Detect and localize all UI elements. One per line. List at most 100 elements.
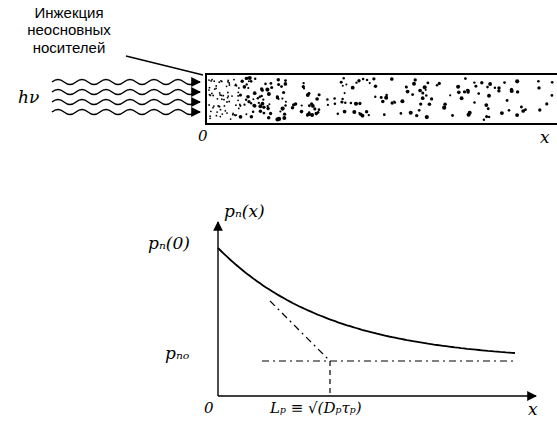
carrier-dot: [315, 97, 319, 101]
carrier-dot: [500, 111, 504, 115]
carrier-dot: [227, 92, 229, 94]
carrier-dot: [344, 92, 346, 94]
carrier-dot: [415, 114, 418, 117]
carrier-dot: [279, 110, 281, 112]
carrier-dot: [231, 95, 233, 97]
carrier-dot: [341, 98, 343, 100]
carrier-dot: [466, 89, 469, 92]
carrier-dot: [337, 113, 339, 115]
carrier-dot: [292, 103, 295, 106]
carrier-dot: [545, 102, 548, 105]
carrier-dot: [282, 116, 286, 120]
carrier-dot: [281, 98, 283, 100]
carrier-dot: [267, 105, 269, 107]
carrier-dot: [355, 82, 357, 84]
carrier-dot: [311, 104, 315, 108]
carrier-dot: [240, 80, 244, 84]
carrier-dot: [318, 108, 321, 111]
carrier-dot: [265, 88, 269, 92]
carrier-dot: [486, 86, 489, 89]
value-label: pₙₒ: [165, 344, 189, 364]
carrier-dot: [263, 106, 266, 109]
carrier-dot: [362, 78, 365, 81]
axis-origin: 0: [198, 128, 208, 145]
carrier-dot: [219, 106, 221, 108]
carrier-dot: [351, 86, 355, 90]
carrier-dot: [494, 86, 496, 88]
carrier-dot: [483, 118, 485, 120]
carrier-dot: [421, 92, 424, 95]
carrier-dot: [352, 110, 356, 114]
light-wave: [52, 110, 200, 115]
carrier-dot: [418, 89, 422, 93]
carrier-dot: [421, 96, 425, 100]
callout-label: Инжекция неосновных носителей: [10, 4, 128, 56]
carrier-dot: [213, 105, 215, 107]
carrier-dot: [361, 114, 365, 118]
carrier-dot: [237, 95, 239, 97]
carrier-dot: [250, 80, 253, 83]
carrier-dot: [405, 86, 408, 89]
light-wave: [52, 90, 200, 95]
carrier-dot: [254, 77, 256, 79]
carrier-dot: [473, 101, 476, 104]
carrier-dot: [302, 85, 305, 88]
carrier-dot: [223, 99, 225, 101]
carrier-dot: [238, 87, 240, 89]
carrier-dot: [227, 97, 229, 99]
lp-marker: [329, 361, 330, 394]
carrier-dot: [215, 85, 217, 87]
carrier-dot: [208, 104, 210, 106]
carrier-dot: [365, 110, 368, 113]
carrier-dot: [237, 99, 239, 101]
carrier-dot: [209, 87, 211, 89]
carrier-dot: [210, 110, 212, 112]
carrier-dot: [457, 90, 461, 94]
carrier-dot: [217, 98, 219, 100]
carrier-dot: [228, 101, 230, 103]
carrier-dot: [284, 82, 288, 86]
carrier-dot: [277, 78, 281, 82]
carrier-dot: [515, 79, 519, 83]
carrier-dot: [344, 101, 347, 104]
carrier-dot: [220, 109, 222, 111]
carrier-dot: [326, 98, 329, 101]
carrier-dot: [473, 81, 475, 83]
carrier-dot: [372, 77, 375, 80]
carrier-dot: [247, 87, 249, 89]
value-label: pₙ(0): [148, 234, 190, 254]
carrier-dot: [357, 79, 360, 82]
carrier-dot: [270, 82, 273, 85]
carrier-dot: [267, 116, 271, 120]
carrier-dot: [384, 96, 388, 100]
carrier-dot: [235, 104, 237, 106]
carrier-dot: [449, 94, 451, 96]
carrier-dot: [243, 85, 247, 89]
carrier-dot: [211, 93, 213, 95]
carrier-dot: [221, 98, 223, 100]
carrier-dot: [521, 109, 525, 113]
carrier-dot: [400, 99, 404, 103]
carrier-dot: [238, 108, 240, 110]
carrier-dot: [418, 109, 421, 112]
carrier-dot: [366, 79, 368, 81]
carrier-dot: [276, 96, 279, 99]
carrier-dot: [210, 95, 212, 97]
carrier-dot: [264, 83, 267, 86]
carrier-dot: [234, 114, 236, 116]
carrier-dot: [406, 90, 410, 94]
carrier-dot: [394, 101, 397, 104]
carrier-dot: [261, 102, 265, 106]
carrier-dot: [456, 85, 460, 89]
carrier-dot: [221, 81, 223, 83]
carrier-dot: [246, 77, 249, 80]
carrier-dot: [313, 107, 316, 110]
light-wave: [52, 80, 200, 85]
carrier-dot: [227, 80, 229, 82]
carrier-dot: [343, 110, 347, 114]
carrier-dot: [245, 99, 247, 101]
axis-origin: 0: [204, 400, 214, 417]
carrier-dot: [516, 90, 519, 93]
carrier-dot: [436, 84, 438, 86]
